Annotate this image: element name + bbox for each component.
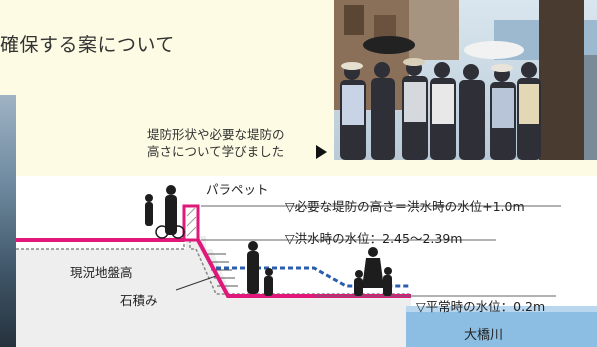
- required-height-label: ▽必要な堤防の高さ＝洪水時の水位+1.0m: [285, 199, 525, 214]
- people-silhouettes: [145, 185, 392, 296]
- river-name-label: 大橋川: [464, 328, 504, 343]
- normal-water-level-label: ▽平常時の水位：0.2m: [416, 299, 546, 314]
- river-water: [406, 306, 597, 347]
- levee-drawing: [16, 185, 597, 347]
- parapet-wall: [182, 204, 200, 242]
- caption-arrow-icon: [316, 145, 327, 159]
- photo-illustration: [334, 0, 597, 160]
- photo-caption: 堤防形状や必要な堤防の 高さについて学びました: [147, 126, 285, 160]
- caption-line-1: 堤防形状や必要な堤防の: [147, 127, 285, 142]
- parapet-label: パラペット: [206, 182, 269, 197]
- stone-masonry-label: 石積み: [120, 293, 158, 308]
- field-study-photo: [334, 0, 597, 160]
- ground-level-label: 現況地盤高: [70, 265, 133, 280]
- levee-cross-section-diagram: パラペット ▽必要な堤防の高さ＝洪水時の水位+1.0m ▽洪水時の水位：2.45…: [16, 176, 597, 347]
- flood-water-line: [216, 266, 411, 288]
- caption-line-2: 高さについて学びました: [147, 144, 285, 159]
- left-photo-edge: [0, 95, 16, 347]
- flood-level-label: ▽洪水時の水位：2.45〜2.39m: [285, 231, 463, 246]
- page-title: 確保する案について: [0, 34, 175, 56]
